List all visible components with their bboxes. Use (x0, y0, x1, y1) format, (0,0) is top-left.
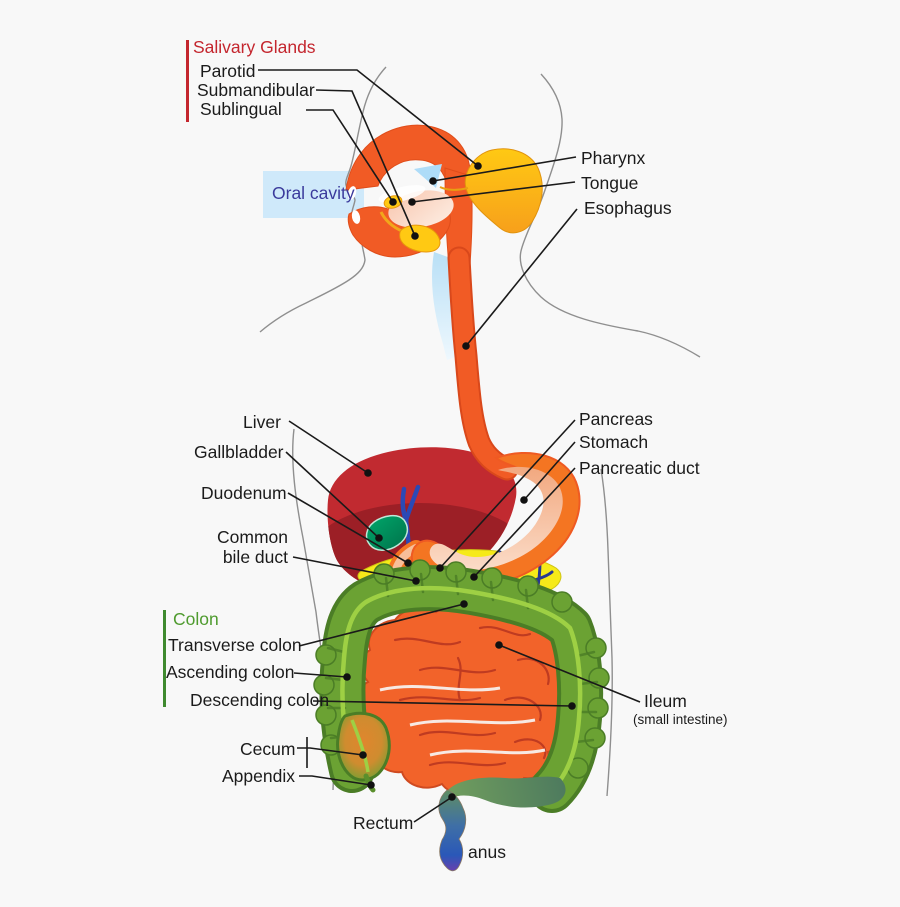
rectum-shape (438, 789, 467, 872)
stomach-shape (410, 451, 581, 590)
colon-header: Colon (173, 609, 219, 629)
sigmoid-colon-shape (445, 776, 566, 808)
dot-stomach (520, 496, 528, 504)
label-rectum: Rectum (353, 813, 414, 833)
leader-common-bile-duct (292, 556, 417, 582)
label-ileum-sub: (small intestine) (633, 712, 728, 727)
tooth-upper (347, 186, 357, 200)
label-oral-cavity: Oral cavity (272, 183, 355, 203)
label-appendix: Appendix (222, 766, 295, 786)
leader-transverse-colon (298, 603, 465, 647)
leader-parotid (258, 69, 479, 167)
dot-tongue (408, 198, 416, 206)
dot-pancreatic-duct (470, 573, 478, 581)
label-pancreatic-duct: Pancreatic duct (579, 458, 700, 478)
right-torso-outline (600, 468, 613, 797)
leader-lines (258, 69, 641, 823)
tooth-lower (351, 210, 361, 224)
leader-esophagus (465, 208, 578, 347)
dot-common-bile-duct (412, 577, 420, 585)
dot-duodenum (404, 559, 412, 567)
salivary-glands-header: Salivary Glands (193, 37, 316, 57)
dot-cecum (359, 751, 367, 759)
leader-dots (343, 162, 576, 801)
colon-haustra-bumps (313, 559, 610, 779)
dot-submandibular (411, 232, 419, 240)
label-stomach: Stomach (579, 432, 649, 452)
label-tongue: Tongue (581, 173, 639, 193)
leader-submandibular (315, 89, 416, 237)
leader-stomach (523, 441, 576, 501)
leader-ascending-colon (293, 672, 348, 678)
leader-liver (288, 420, 369, 474)
dot-appendix (367, 781, 375, 789)
dot-gallbladder (375, 534, 383, 542)
dot-rectum (448, 793, 456, 801)
label-common-bile-duct-line2: bile duct (222, 547, 288, 568)
dot-pharynx (429, 177, 437, 185)
label-common-bile-duct: Common bile duct (180, 527, 288, 567)
leader-sublingual (306, 109, 394, 203)
dot-esophagus (462, 342, 470, 350)
parotid-duct (439, 186, 469, 191)
palate-shape (345, 124, 472, 191)
intestine-loop-lines (393, 625, 550, 767)
label-transverse-colon: Transverse colon (168, 635, 302, 655)
esophagus-shape (447, 246, 519, 481)
label-sublingual: Sublingual (200, 99, 282, 119)
leader-rectum (413, 796, 453, 823)
dot-descending-colon (568, 702, 576, 710)
label-ileum: Ileum (644, 691, 687, 711)
colon-tenia-line (340, 585, 583, 793)
submandibular-gland-shape (399, 224, 441, 253)
leader-descending-colon (312, 700, 573, 707)
dot-sublingual (389, 198, 397, 206)
label-anus: anus (468, 842, 506, 862)
leader-cecum (297, 747, 364, 756)
label-cecum: Cecum (240, 739, 296, 759)
label-liver: Liver (243, 412, 281, 432)
label-esophagus: Esophagus (584, 198, 672, 218)
leader-tongue (411, 181, 576, 203)
head-neck-shoulder-outline (519, 73, 701, 358)
leader-ileum (498, 644, 641, 703)
dot-parotid (474, 162, 482, 170)
label-duodenum: Duodenum (201, 483, 287, 503)
leader-pancreas (439, 419, 576, 569)
dot-pancreas (436, 564, 444, 572)
label-descending-colon: Descending colon (190, 690, 330, 710)
label-gallbladder: Gallbladder (194, 442, 284, 462)
label-submandibular: Submandibular (197, 80, 315, 100)
label-ascending-colon: Ascending colon (166, 662, 295, 682)
dot-transverse-colon (460, 600, 468, 608)
label-common-bile-duct-line1: Common (217, 527, 288, 547)
nasopharynx-shape (414, 164, 442, 188)
salivary-glands-bracket (186, 40, 189, 122)
dot-liver (364, 469, 372, 477)
label-pancreas: Pancreas (579, 409, 653, 429)
intestine-gaps (379, 684, 546, 757)
colon-bracket (163, 610, 166, 707)
label-parotid: Parotid (200, 61, 256, 81)
leader-pharynx (432, 156, 577, 182)
leader-pancreatic-duct (473, 467, 576, 578)
dot-ileum (495, 641, 503, 649)
gallbladder-shape (365, 514, 409, 551)
dot-ascending-colon (343, 673, 351, 681)
label-pharynx: Pharynx (581, 148, 646, 168)
leader-gallbladder (285, 451, 380, 539)
leader-appendix (299, 775, 372, 786)
leader-duodenum (287, 492, 409, 564)
cecum-tenia-line (350, 719, 370, 773)
